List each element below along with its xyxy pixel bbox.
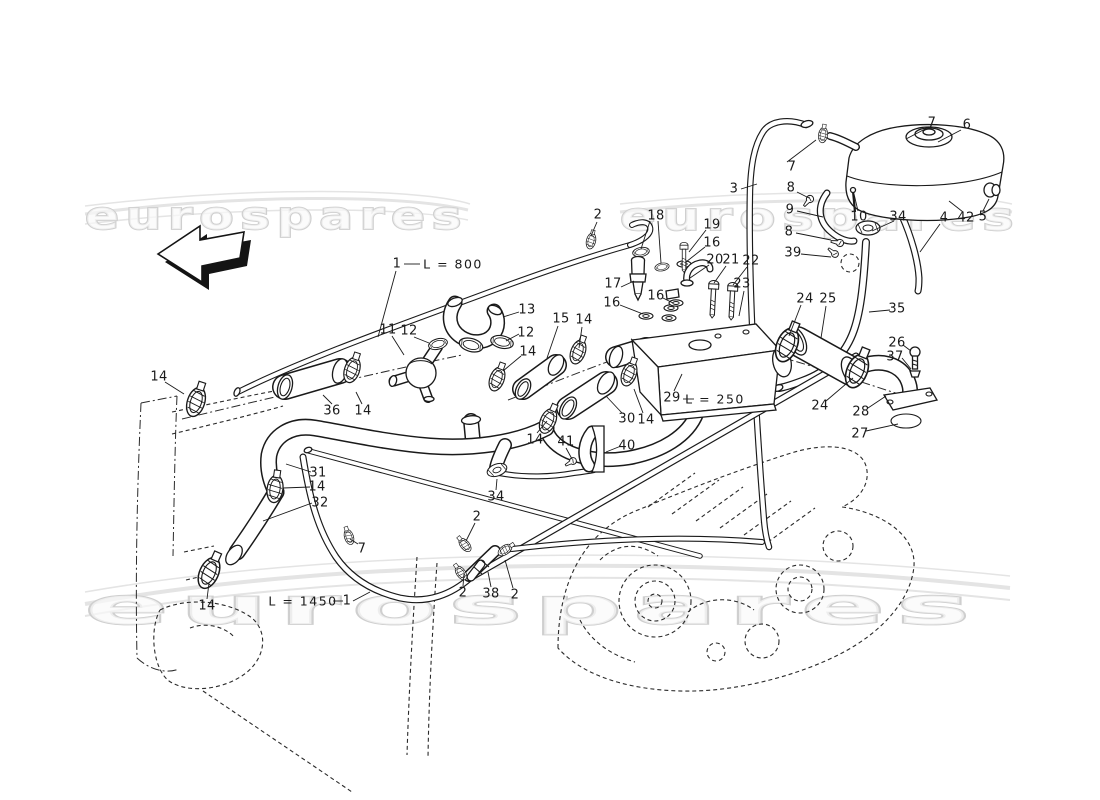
engine-block-outline xyxy=(557,446,915,692)
radiator-outline xyxy=(135,344,909,793)
hose-1-l800 xyxy=(233,219,654,397)
hose-30 xyxy=(556,371,618,420)
grommet-34 xyxy=(855,220,881,236)
hose-32 xyxy=(225,483,285,566)
clamp-14 xyxy=(566,332,592,367)
washer-16 xyxy=(668,299,684,307)
expansion-tank xyxy=(800,123,1005,273)
clamp-7 xyxy=(341,524,357,547)
clamp-2 xyxy=(584,228,599,251)
screw-26 xyxy=(909,346,921,378)
hose-15 xyxy=(512,354,567,400)
direction-arrow-icon xyxy=(156,224,251,290)
hose-tee-right xyxy=(509,535,765,552)
stud-10 xyxy=(851,190,857,213)
leader-lines xyxy=(164,127,990,602)
union-18 xyxy=(653,261,671,273)
clamps xyxy=(182,123,921,593)
hose-l1450 xyxy=(299,352,860,604)
nut-37 xyxy=(909,370,921,378)
pipe-3 xyxy=(746,117,814,551)
hose-36 xyxy=(272,358,353,400)
tee-fitting-38 xyxy=(463,545,501,582)
thermostat-housing xyxy=(629,241,792,422)
union-40 xyxy=(578,425,605,473)
watermark-eurospares-top-left: eurospares xyxy=(85,195,468,239)
washer-16 xyxy=(638,312,654,320)
bolt-21 xyxy=(706,279,720,319)
hose-34-right xyxy=(496,467,597,480)
gasket-27 xyxy=(890,413,922,429)
bracket-9 xyxy=(816,189,858,245)
valve-11 xyxy=(388,341,443,403)
bolt-22 xyxy=(725,281,739,321)
hoses-and-pipes xyxy=(225,117,939,604)
pipe-4 xyxy=(898,212,923,295)
elbow-28 xyxy=(854,354,939,429)
clamp-14 xyxy=(340,349,366,386)
fitting-20 xyxy=(680,259,714,287)
clamp-7 xyxy=(817,123,830,144)
ring-12 xyxy=(488,333,516,351)
grommet-39 xyxy=(840,253,860,273)
hose-13 xyxy=(442,295,506,350)
clamp-14 xyxy=(485,359,511,394)
temp-sensor-17 xyxy=(629,255,647,302)
clamp-2 xyxy=(454,533,474,555)
nut-16 xyxy=(665,288,680,300)
